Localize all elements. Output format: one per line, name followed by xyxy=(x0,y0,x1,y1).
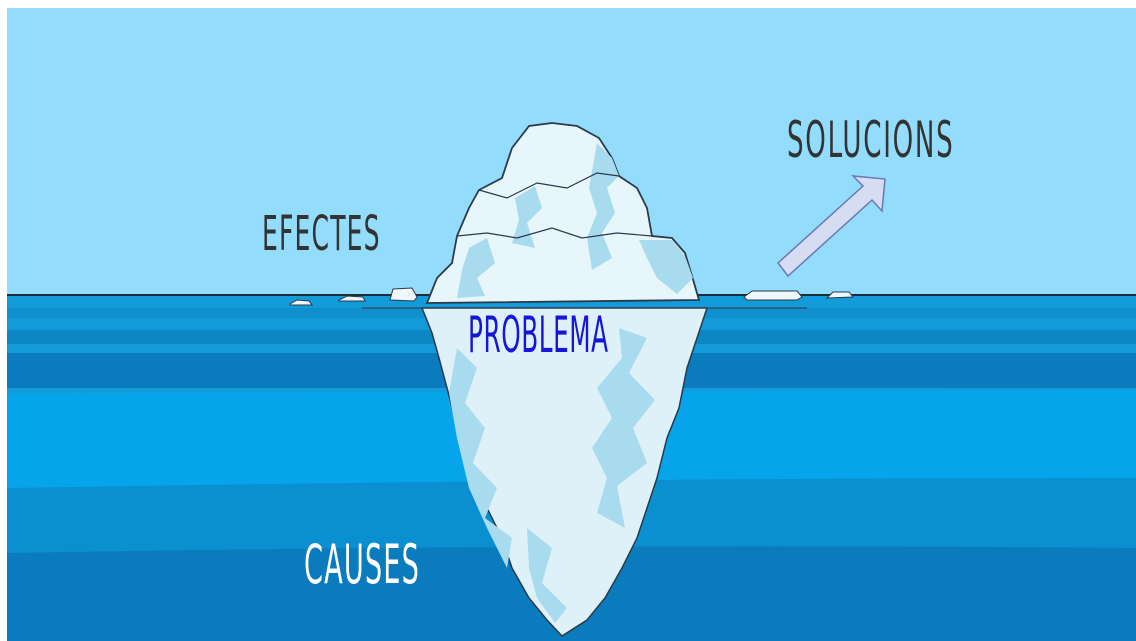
iceberg-illustration xyxy=(7,8,1136,641)
problem-label: PROBLEMA xyxy=(468,306,609,364)
ice-chunk-5 xyxy=(825,291,855,299)
iceberg-tip-shade-2 xyxy=(639,240,693,294)
ice-chunk-3 xyxy=(389,287,418,302)
iceberg-tip-shade-4 xyxy=(512,186,542,248)
ice-chunk-1 xyxy=(289,299,313,306)
iceberg-underwater-shade-3 xyxy=(527,528,567,623)
effects-label: EFECTES xyxy=(262,206,381,262)
causes-label: CAUSES xyxy=(304,533,420,596)
iceberg-underwater-shade-1 xyxy=(592,328,655,528)
iceberg-slide: EFECTES SOLUCIONS PROBLEMA CAUSES xyxy=(7,8,1136,641)
iceberg-tip xyxy=(425,122,701,304)
solutions-arrow xyxy=(776,175,886,278)
iceberg-tip-shade-3 xyxy=(457,238,495,298)
solutions-label: SOLUCIONS xyxy=(787,111,955,169)
iceberg-tip-ridge xyxy=(456,172,653,239)
ice-chunk-4 xyxy=(743,290,803,301)
ice-chunk-2 xyxy=(338,295,366,302)
iceberg-underwater-shade-2 xyxy=(449,348,512,568)
